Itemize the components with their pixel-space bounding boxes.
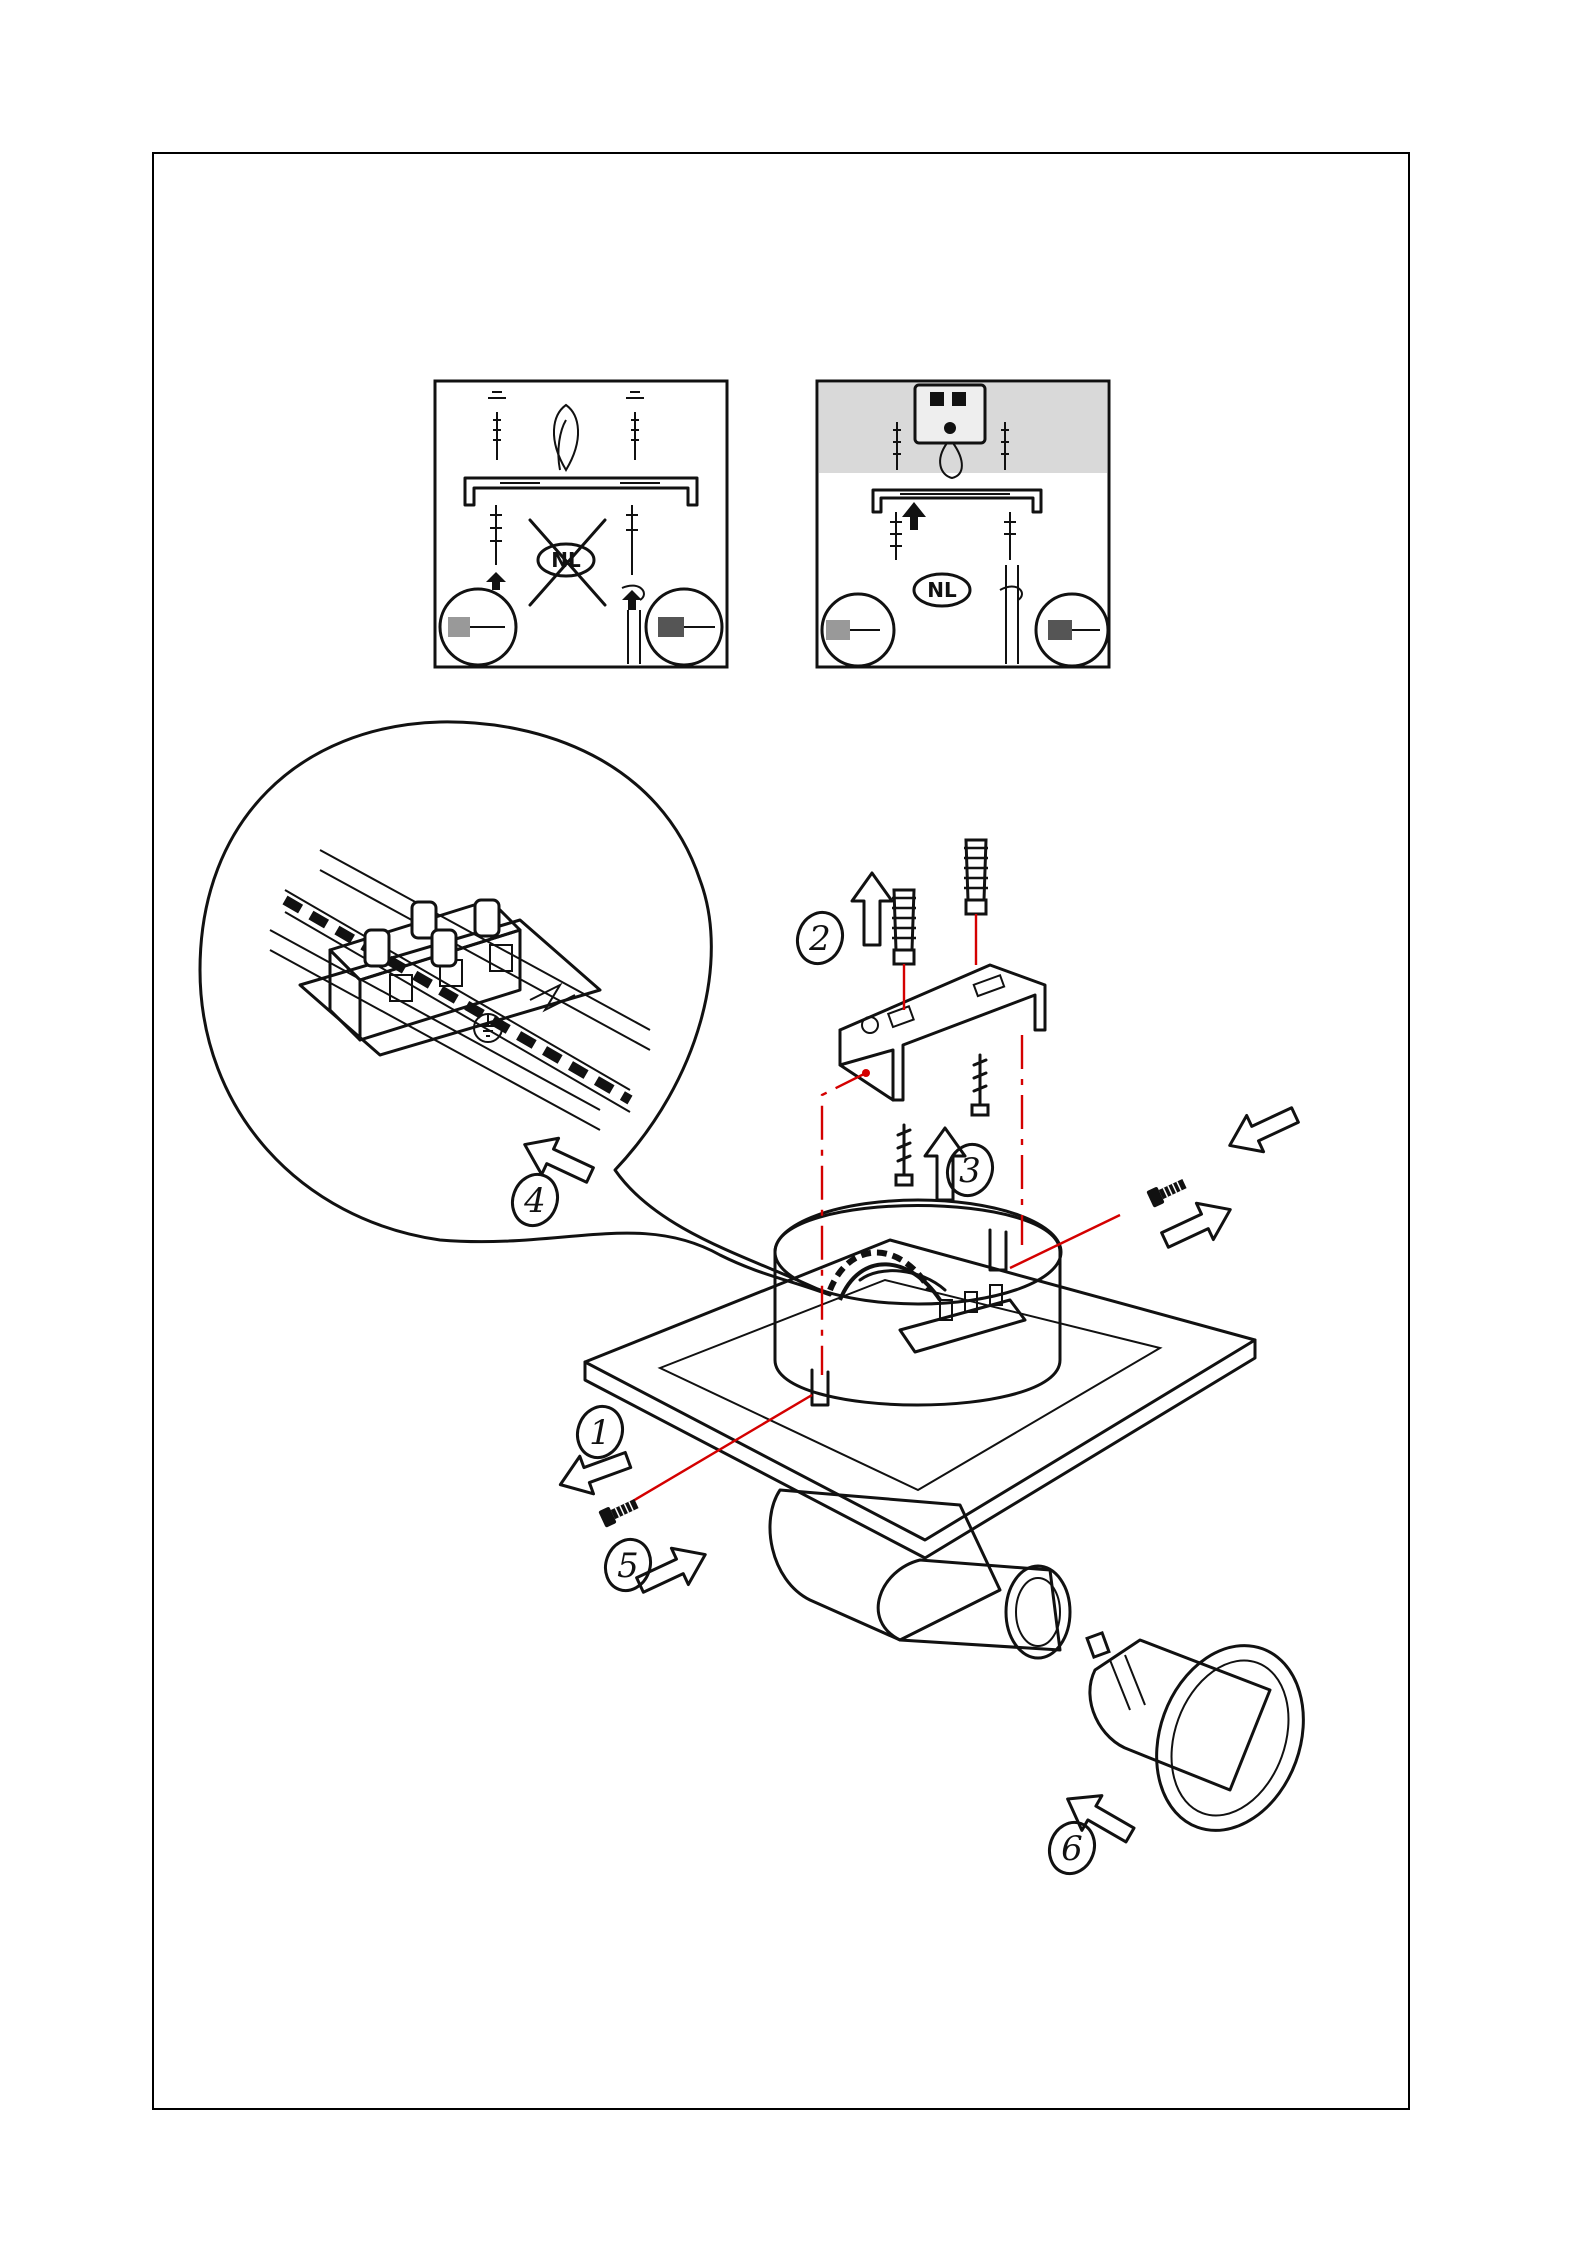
screw-icon [896, 1125, 912, 1185]
inset-left-drilling: NL [435, 381, 727, 667]
arrow-icon [1221, 1097, 1303, 1164]
screw-icon [598, 1495, 640, 1527]
svg-text:4: 4 [523, 1181, 546, 1221]
wall-plug-icon [964, 840, 988, 914]
svg-text:3: 3 [959, 1151, 981, 1191]
svg-text:5: 5 [617, 1546, 639, 1586]
inset-right-mounting: NL [817, 381, 1109, 667]
svg-text:2: 2 [808, 919, 831, 959]
svg-text:1: 1 [589, 1413, 611, 1453]
wiring-detail-bubble [200, 722, 830, 1295]
arrow-icon [852, 873, 892, 945]
gu10-lamp-icon [1087, 1625, 1328, 1851]
screw-icon [1146, 1175, 1188, 1207]
wall-plug-icon [892, 890, 916, 964]
junction-box-icon [915, 385, 985, 443]
screwdriver-icon [1036, 594, 1108, 666]
screwdriver-icon [646, 589, 722, 665]
terminal-block-icon [330, 900, 520, 1040]
step-label-6: 6 [1042, 1816, 1101, 1880]
wall-plug-icon [440, 589, 516, 665]
wall-plug-icon [822, 594, 894, 666]
screw-icon [972, 1055, 988, 1115]
downlight-fixture [585, 1200, 1255, 1658]
mounting-bracket [840, 965, 1045, 1100]
step-label-4: 4 [505, 1168, 564, 1232]
arrow-icon [1157, 1191, 1239, 1258]
inset-right-badge: NL [927, 578, 957, 602]
terminal-block-icon [900, 1285, 1025, 1352]
step-label-2: 2 [790, 906, 849, 970]
svg-text:6: 6 [1061, 1829, 1083, 1869]
